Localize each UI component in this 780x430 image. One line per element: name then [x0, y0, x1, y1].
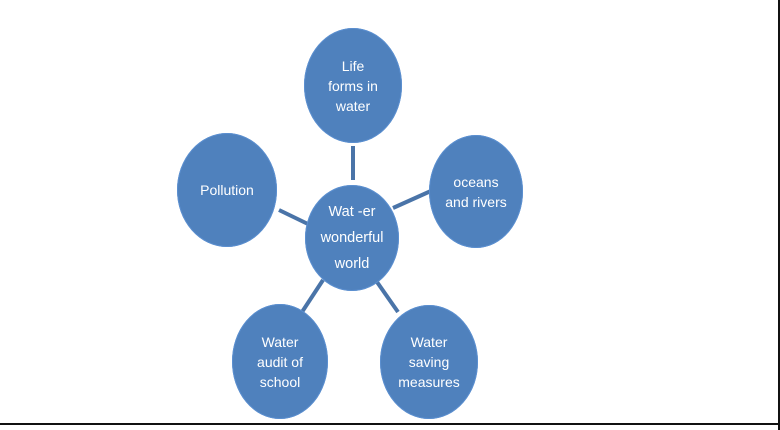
- connector-saving: [375, 280, 400, 314]
- center-node-label: Wat -er wonderful world: [320, 204, 384, 272]
- page-bottom-rule: [0, 423, 780, 425]
- connector-pollution: [278, 208, 311, 227]
- center-node: Wat -er wonderful world: [305, 185, 399, 291]
- node-life-forms-label: Life forms in water: [328, 57, 378, 114]
- node-oceans-rivers-label: oceans and rivers: [445, 173, 507, 210]
- node-water-audit-label: Water audit of school: [257, 333, 303, 390]
- node-pollution: Pollution: [177, 133, 277, 247]
- node-water-saving: Water saving measures: [380, 305, 478, 419]
- page-right-border: [778, 0, 780, 430]
- node-water-audit: Water audit of school: [232, 304, 328, 419]
- node-oceans-rivers: oceans and rivers: [429, 135, 523, 248]
- connector-audit: [300, 278, 325, 314]
- node-life-forms: Life forms in water: [304, 28, 402, 143]
- node-pollution-label: Pollution: [200, 182, 254, 198]
- node-water-saving-label: Water saving measures: [398, 334, 460, 390]
